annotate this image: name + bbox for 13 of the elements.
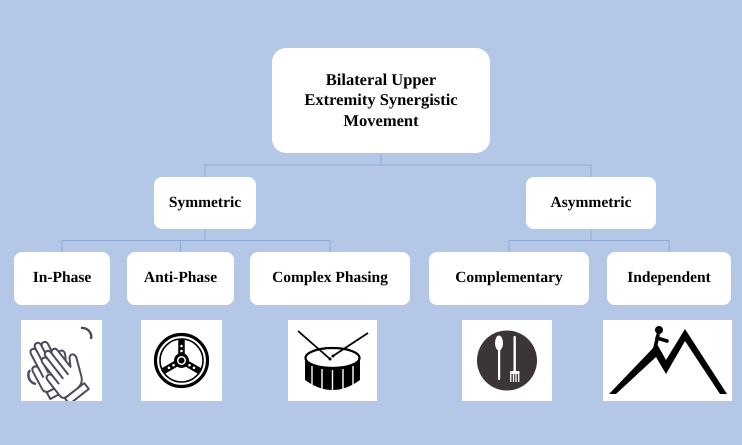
steering-wheel-icon xyxy=(141,320,222,401)
category-box: Anti-Phase xyxy=(127,252,234,305)
drum-icon xyxy=(288,320,377,401)
root-box: Bilateral Upper Extremity Synergistic Movement xyxy=(272,48,490,153)
spoon-and-fork-icon xyxy=(462,320,552,401)
category-box: Symmetric xyxy=(154,177,256,229)
category-box: Independent xyxy=(607,252,731,305)
category-box: Complementary xyxy=(429,252,589,305)
category-box: Asymmetric xyxy=(526,177,656,229)
category-box: In-Phase xyxy=(14,252,110,305)
clapping-hands-icon xyxy=(21,320,102,401)
category-box: Complex Phasing xyxy=(250,252,410,305)
mountain-climber-icon xyxy=(603,320,732,401)
